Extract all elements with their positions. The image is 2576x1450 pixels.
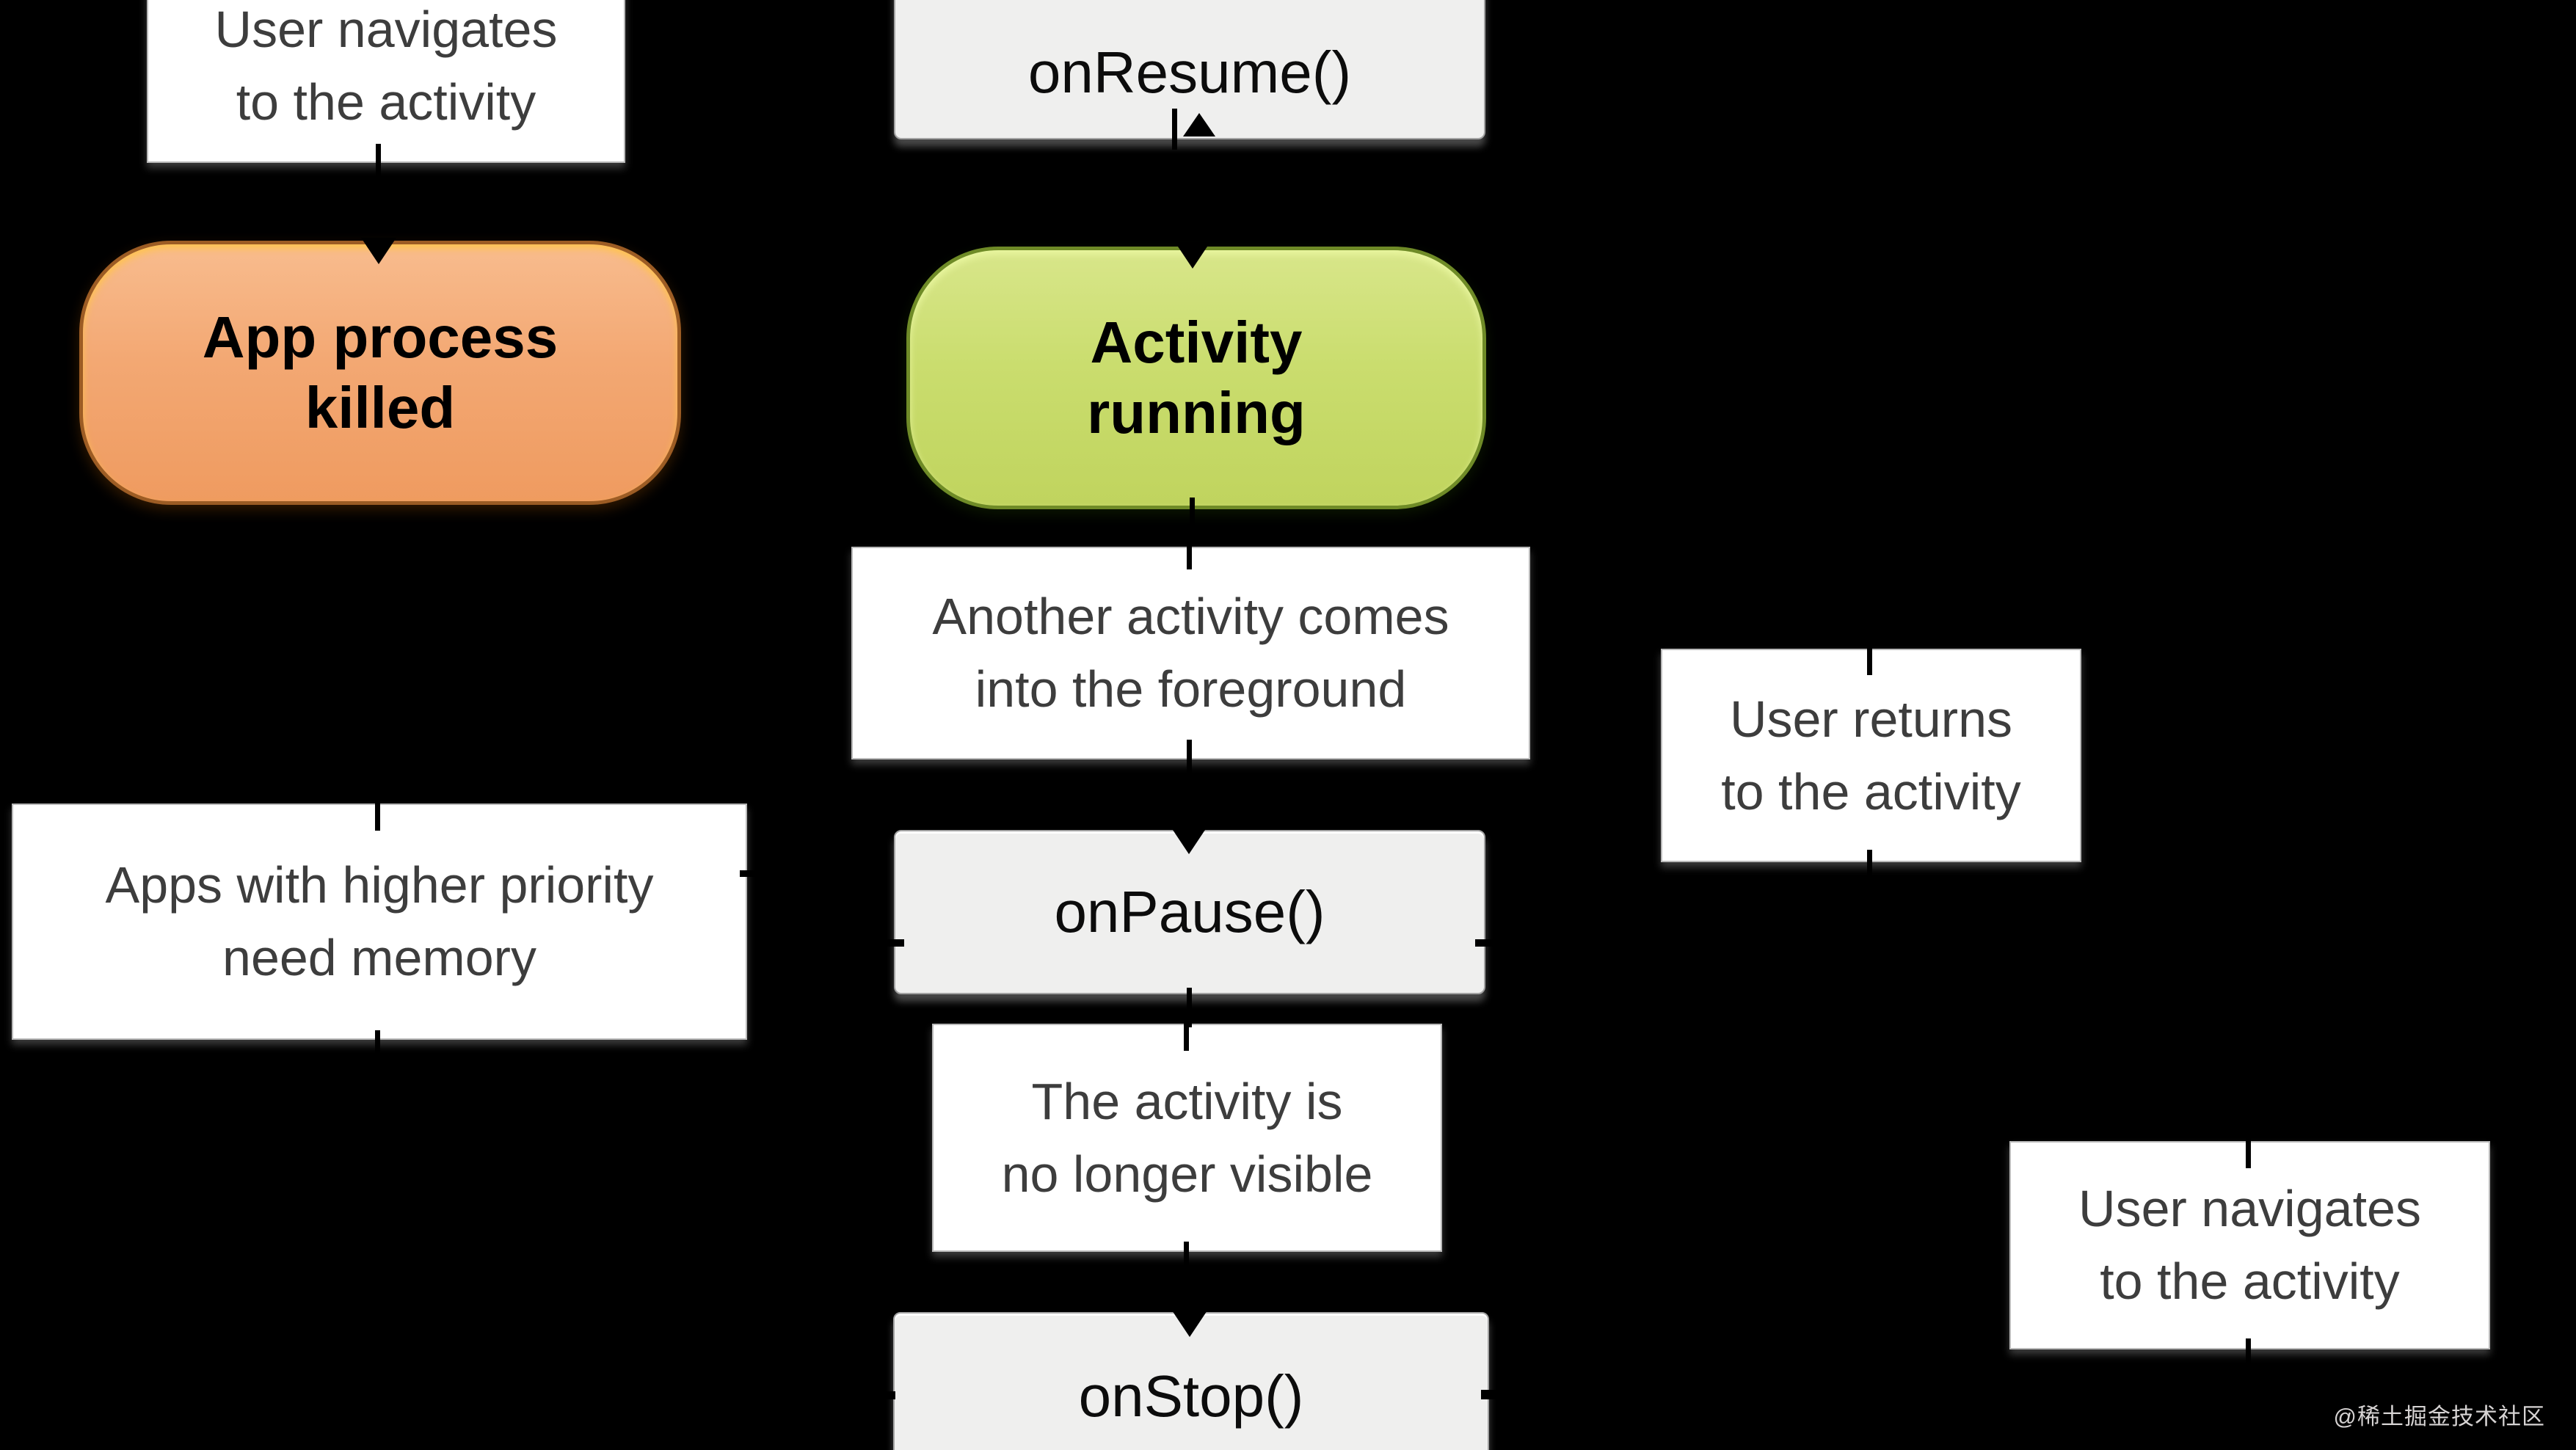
label-line: The activity is <box>1031 1072 1343 1130</box>
connector-tick <box>1481 1390 1509 1399</box>
watermark: @稀土掘金技术社区 <box>2333 1404 2545 1429</box>
method-label: onPause() <box>1054 879 1325 944</box>
label-user-navigates-bottom: User navigates to the activity <box>2009 1141 2490 1349</box>
label-line: no longer visible <box>1001 1145 1373 1203</box>
connector-stub <box>1172 109 1177 150</box>
arrowhead-into-onpause <box>1171 828 1207 854</box>
label-line: into the foreground <box>975 660 1407 718</box>
connector-stub <box>2246 1126 2251 1168</box>
connector-tick <box>1475 939 1497 947</box>
connector-stub <box>1190 498 1195 539</box>
connector-tick <box>740 870 771 877</box>
connector-stub <box>1187 524 1192 569</box>
connector-stub <box>1184 1242 1189 1281</box>
state-line: running <box>1087 380 1306 445</box>
state-line: App process <box>202 305 559 370</box>
label-line: User navigates <box>2078 1180 2421 1237</box>
arrowhead-into-activity-running <box>1175 242 1210 269</box>
connector-stub <box>375 790 380 831</box>
label-apps-priority: Apps with higher priority need memory <box>12 804 747 1040</box>
connector-stub <box>1867 850 1872 892</box>
arrowhead-into-app-process-killed <box>361 238 396 264</box>
connector-stub <box>1187 740 1192 782</box>
label-line: Another activity comes <box>932 588 1449 645</box>
state-line: Activity <box>1090 310 1303 375</box>
label-line: User returns <box>1729 690 2013 748</box>
label-line: to the activity <box>1721 762 2021 820</box>
state-line: killed <box>305 375 456 440</box>
label-user-returns: User returns to the activity <box>1661 649 2081 862</box>
label-activity-not-visible: The activity is no longer visible <box>932 1024 1442 1252</box>
connector-stub <box>1187 1284 1192 1316</box>
label-user-navigates-top: User navigates to the activity <box>147 0 625 163</box>
connector-stub <box>2246 1338 2251 1381</box>
connector-stub <box>376 144 381 186</box>
connector-tick <box>876 1391 895 1399</box>
label-line: User navigates <box>214 1 558 58</box>
connector-tick <box>885 939 904 947</box>
state-app-process-killed: App process killed <box>79 241 681 505</box>
label-another-activity: Another activity comes into the foregrou… <box>851 547 1530 759</box>
label-line: need memory <box>222 929 536 986</box>
label-line: Apps with higher priority <box>105 856 654 914</box>
state-activity-running: Activity running <box>906 247 1486 509</box>
connector-stub <box>1187 797 1192 832</box>
method-label: onResume() <box>1027 40 1352 105</box>
arrowhead-into-onstop <box>1172 1311 1207 1337</box>
connector-stub <box>1187 988 1192 1027</box>
method-onpause: onPause() <box>894 830 1485 994</box>
method-label: onStop() <box>1078 1363 1304 1429</box>
arrowhead-into-onresume <box>1183 113 1215 136</box>
connector-stub <box>1867 631 1872 675</box>
connector-stub <box>1184 1010 1189 1051</box>
label-line: to the activity <box>236 73 536 131</box>
connector-stub <box>375 1030 380 1073</box>
label-line: to the activity <box>2100 1253 2400 1310</box>
